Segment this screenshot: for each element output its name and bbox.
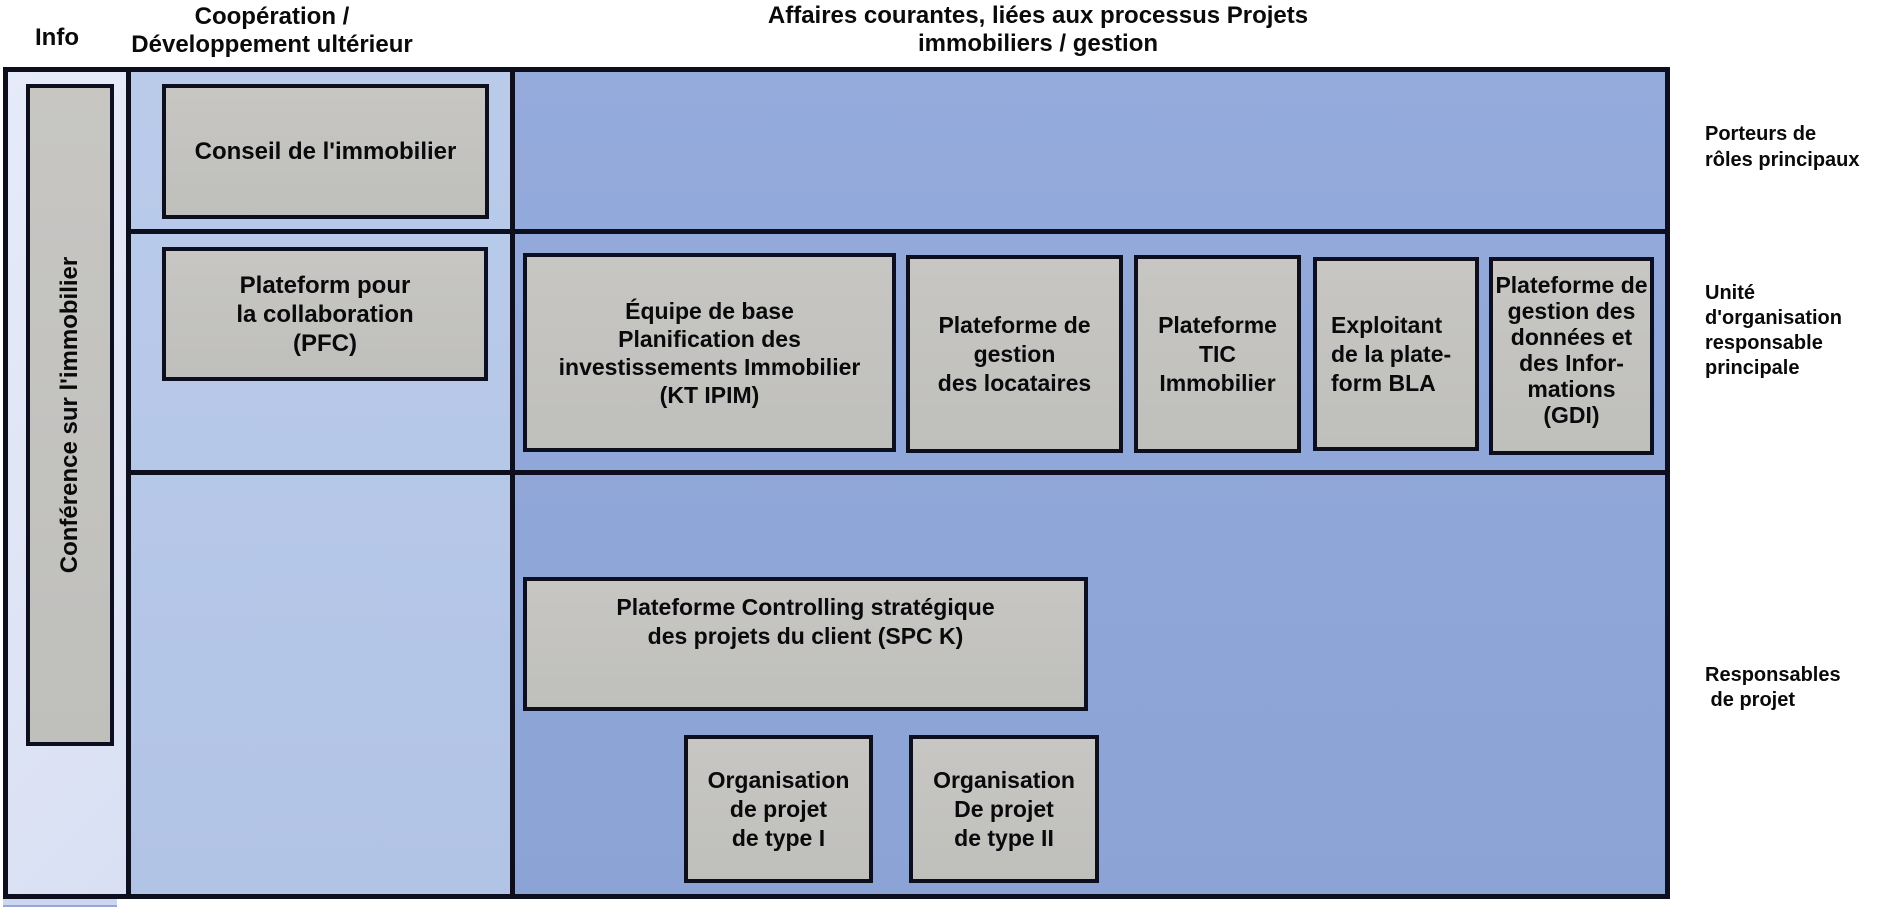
box-equipe-kt-ipim: Équipe de base Planification des investi…: [523, 253, 896, 452]
box-organisation-projet-type-1: Organisation de projet de type I: [684, 735, 873, 883]
box-tic-immobilier: Plateforme TIC Immobilier: [1134, 255, 1301, 453]
grid-line-row-2-3: [130, 470, 1670, 475]
header-cooperation: Coopération / Développement ultérieur: [131, 3, 413, 58]
box-controlling-spc-k: Plateforme Controlling stratégique des p…: [523, 577, 1088, 711]
box-organisation-projet-type-2: Organisation De projet de type II: [909, 735, 1099, 883]
conference-immobilier-label: Conférence sur l'immobilier: [56, 256, 84, 574]
label-porteurs-roles-principaux: Porteurs de rôles principaux: [1705, 123, 1860, 171]
box-plateforme-collaboration-pfc: Plateform pour la collaboration (PFC): [162, 247, 488, 381]
box-gestion-locataires: Plateforme de gestion des locataires: [906, 255, 1123, 453]
box-conseil-immobilier: Conseil de l'immobilier: [162, 84, 489, 219]
header-affaires-courantes: Affaires courantes, liées aux processus …: [767, 2, 1309, 57]
grid-line-col-2-3: [510, 67, 515, 899]
label-responsables-de-projet: Responsables de projet: [1705, 664, 1841, 711]
label-unite-organisation-responsable: Unité d'organisation responsable princip…: [1705, 282, 1842, 379]
box-conference-immobilier: Conférence sur l'immobilier: [26, 84, 114, 746]
box-gestion-donnees-gdi: Plateforme de gestion des données et des…: [1489, 257, 1654, 455]
box-exploitant-bla: Exploitant de la plate- form BLA: [1313, 257, 1479, 451]
grid-line-row-1-2: [130, 229, 1670, 234]
grid-line-col-1-2: [126, 67, 131, 899]
info-column-bottom-edge: [3, 899, 117, 907]
header-info: Info: [35, 24, 79, 51]
